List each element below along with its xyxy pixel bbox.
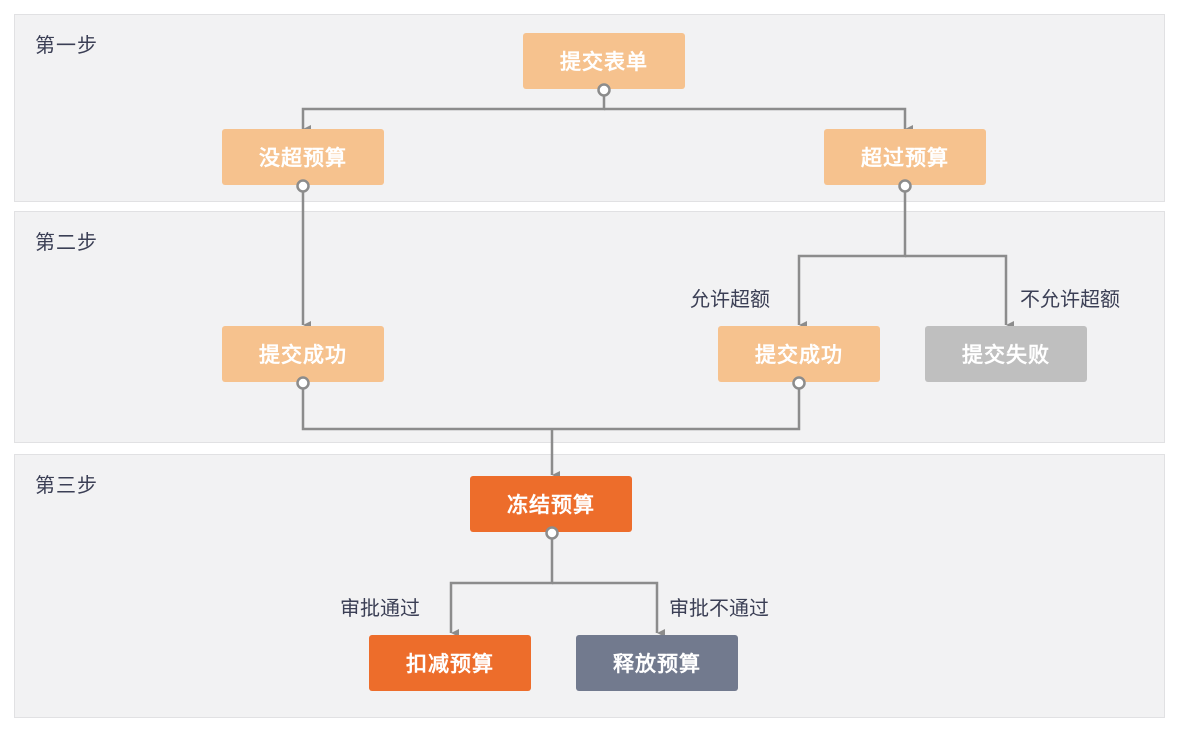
stage-label-2: 第二步 bbox=[35, 230, 98, 254]
edge-label-approved: 审批通过 bbox=[340, 596, 420, 620]
edge-merge-left bbox=[301, 383, 552, 431]
edge-over-split-deny bbox=[905, 254, 1014, 329]
node-under-budget: 没超预算 bbox=[222, 129, 384, 185]
edge-freeze-to-release bbox=[552, 581, 665, 637]
edge-label-allow-overrun: 允许超额 bbox=[690, 287, 770, 311]
node-submit-success-left: 提交成功 bbox=[222, 326, 384, 382]
node-submit-form: 提交表单 bbox=[523, 33, 685, 89]
edge-form-split bbox=[301, 90, 606, 133]
edge-merge-right bbox=[552, 383, 801, 431]
stage-label-1: 第一步 bbox=[35, 33, 98, 57]
stage-label-3: 第三步 bbox=[35, 473, 98, 497]
edge-freeze-to-deduct bbox=[449, 533, 554, 637]
edge-over-split-allow bbox=[797, 186, 907, 329]
node-deduct-budget: 扣减预算 bbox=[369, 635, 531, 691]
node-submit-failed: 提交失败 bbox=[925, 326, 1087, 382]
edge-label-rejected: 审批不通过 bbox=[669, 596, 769, 620]
node-freeze-budget: 冻结预算 bbox=[470, 476, 632, 532]
edge-label-disallow-overrun: 不允许超额 bbox=[1020, 287, 1120, 311]
node-release-budget: 释放预算 bbox=[576, 635, 738, 691]
edge-form-to-over bbox=[604, 107, 913, 133]
node-over-budget: 超过预算 bbox=[824, 129, 986, 185]
node-submit-success-right: 提交成功 bbox=[718, 326, 880, 382]
